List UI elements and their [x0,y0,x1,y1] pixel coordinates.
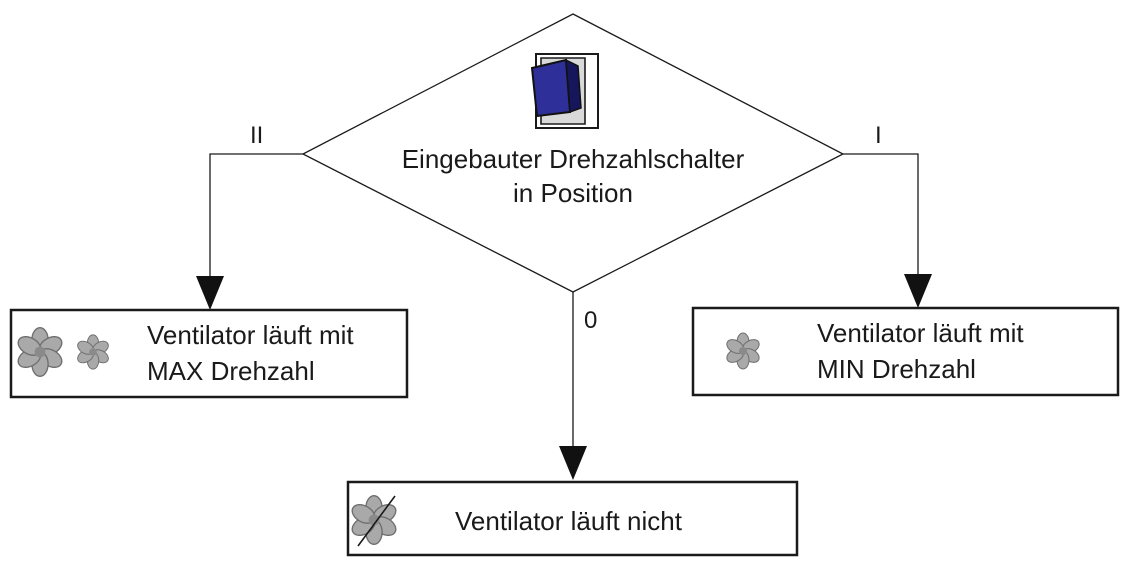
outcome-min-line1: Ventilator läuft mit [817,318,1024,348]
outcome-box-max [9,308,409,399]
outcome-box-off [346,480,799,557]
outcome-off-line1: Ventilator läuft nicht [455,506,683,536]
outcome-max-line2: MAX Drehzahl [147,356,315,386]
arrowhead-right [904,274,932,308]
rocker-switch-icon [530,53,599,129]
connector-right [843,153,919,276]
branch-label-bottom: 0 [584,307,597,334]
arrowhead-bottom [559,446,587,480]
branch-label-left: II [250,122,263,149]
decision-line2: in Position [513,178,633,208]
outcome-box-min [691,306,1120,397]
branch-label-right: I [875,122,882,149]
connector-left [209,153,303,278]
outcome-min-line2: MIN Drehzahl [817,354,976,384]
arrowhead-left [196,276,224,310]
fan-crossed-icon [348,495,400,547]
outcome-max-line1: Ventilator läuft mit [147,320,354,350]
decision-line1: Eingebauter Drehzahlschalter [402,144,745,174]
